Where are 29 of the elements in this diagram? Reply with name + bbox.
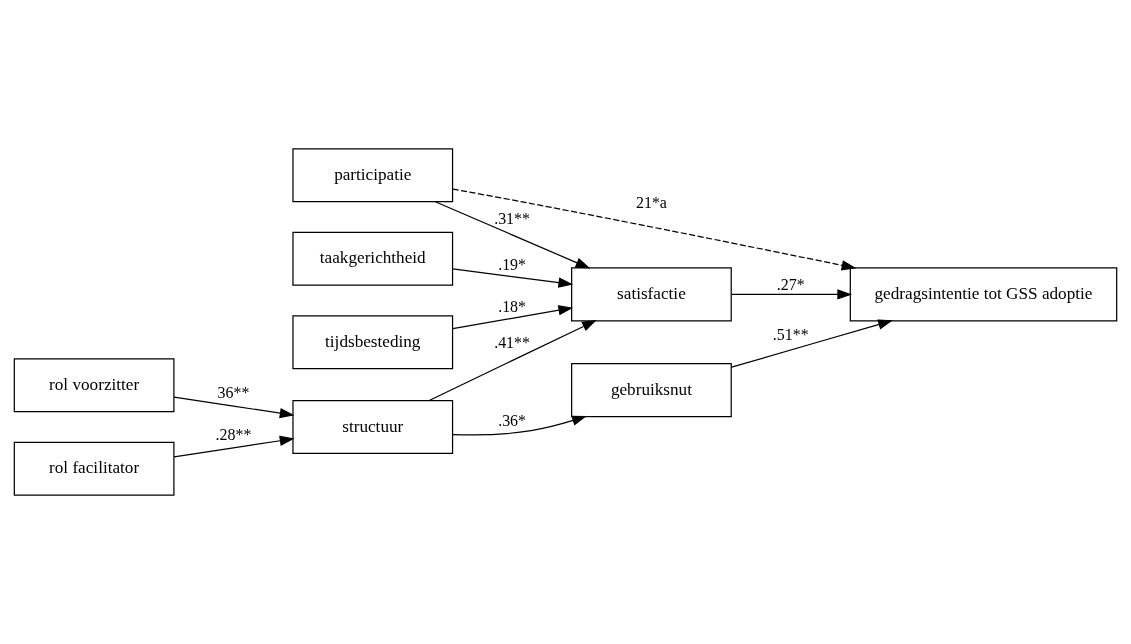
edge-label: .36*: [498, 412, 527, 430]
edge-label: 21*a: [635, 193, 667, 211]
arrow: [428, 320, 597, 402]
arrow: [731, 289, 853, 300]
node-box: tijdsbesteding: [292, 315, 454, 370]
arrow: [173, 396, 295, 419]
node-box: rol voorzitter: [13, 358, 175, 413]
arrow: [452, 268, 574, 288]
edge-label: .28**: [215, 425, 252, 443]
node-box: gebruiksnut: [571, 363, 732, 418]
node-box: satisfactie: [571, 267, 732, 322]
arrow: [173, 435, 295, 458]
edge-label: .51**: [772, 326, 809, 344]
arrow: [452, 305, 574, 330]
edge-label: 36**: [217, 383, 250, 401]
node-box: gedragsintentie tot GSS adoptie: [849, 267, 1118, 322]
node-box: participatie: [292, 148, 454, 203]
arrow: [452, 188, 857, 271]
edge-label: .41**: [494, 333, 531, 351]
edge-label: .18*: [498, 298, 527, 316]
edge-label: .19*: [498, 256, 527, 274]
edge-label: .31**: [494, 209, 531, 227]
node-box: rol facilitator: [13, 441, 175, 496]
arrow: [434, 201, 591, 269]
node-box: structuur: [292, 399, 454, 454]
arrow: [731, 319, 893, 368]
edge-label: .27*: [776, 275, 805, 293]
arrow: [452, 415, 587, 436]
node-box: taakgerichtheid: [292, 231, 454, 286]
